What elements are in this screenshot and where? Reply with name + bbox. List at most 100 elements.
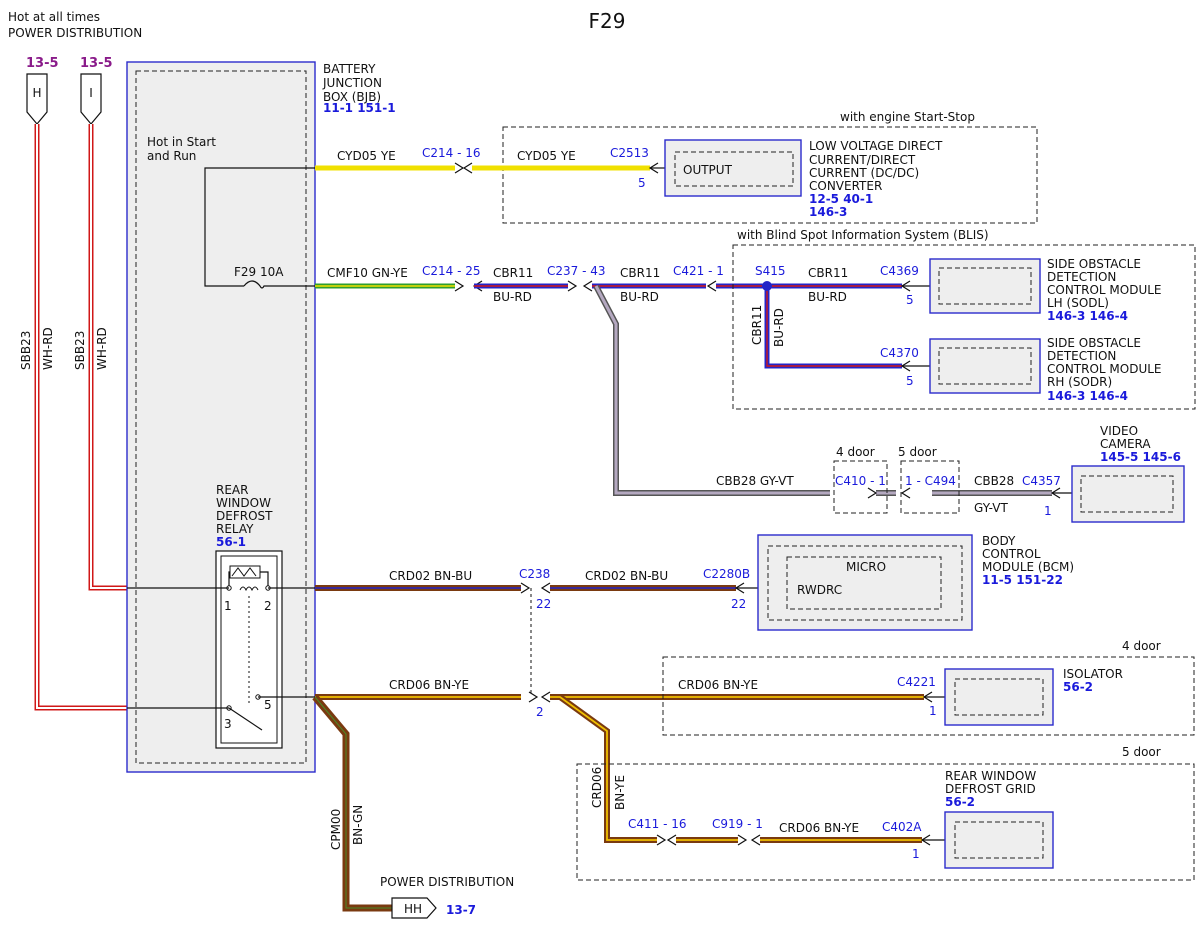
hot-in-start-line-1: Hot in Start <box>147 135 216 149</box>
c2280b-pin: 22 <box>731 597 746 611</box>
camera-inner-box <box>1080 475 1174 513</box>
cbr11-label-2: CBR11 <box>620 266 660 280</box>
fuse-f29-label: F29 10A <box>234 265 284 279</box>
cyd05-label-1: CYD05 YE <box>337 149 396 163</box>
cbb28-wire <box>593 284 1052 496</box>
sodl-name-4: LH (SODL) <box>1047 296 1109 310</box>
sodr-name-2: DETECTION <box>1047 349 1116 363</box>
grid-name-2: DEFROST GRID <box>945 782 1036 796</box>
dcdc-name-1: LOW VOLTAGE DIRECT <box>809 139 943 153</box>
c421-1-label: C421 - 1 <box>673 264 724 278</box>
bcm-refs: 11-5 151-22 <box>982 573 1063 587</box>
sodr-inner-box <box>938 347 1032 385</box>
fuse-f29-symbol <box>243 280 315 289</box>
wh-rd-label-h: WH-RD <box>41 327 55 370</box>
cyd05-label-2: CYD05 YE <box>517 149 576 163</box>
camera-refs: 145-5 145-6 <box>1100 450 1181 464</box>
five-door-label-grid: 5 door <box>1122 745 1161 759</box>
bcm-micro-label: MICRO <box>846 560 886 574</box>
s415-splice <box>762 281 772 291</box>
crd02-label-1: CRD02 BN-BU <box>389 569 472 583</box>
c4369-label: C4369 <box>880 264 919 278</box>
hot-in-start-line-2: and Run <box>147 149 196 163</box>
isolator-inner-box <box>954 678 1044 716</box>
sbb23-label-h: SBB23 <box>19 331 33 370</box>
c494-label: 1 - C494 <box>905 474 956 488</box>
dcdc-name-3: CURRENT (DC/DC) <box>809 166 919 180</box>
sbb23-wire-h <box>34 124 127 711</box>
start-stop-label: with engine Start-Stop <box>840 110 975 124</box>
cbr11-wire <box>474 283 902 369</box>
relay-box <box>215 550 283 749</box>
sodr-name-3: CONTROL MODULE <box>1047 362 1162 376</box>
bjb-name-line-2: JUNCTION <box>322 76 382 90</box>
bcm-name-3: MODULE (BCM) <box>982 560 1074 574</box>
c238-label: C238 <box>519 567 550 581</box>
pin-i-letter: I <box>89 86 93 100</box>
cpm00-wire <box>312 694 392 912</box>
sodl-name-3: CONTROL MODULE <box>1047 283 1162 297</box>
sodl-inner-box <box>938 267 1032 305</box>
diagram-title: F29 <box>589 9 626 33</box>
dcdc-name-4: CONVERTER <box>809 179 882 193</box>
c237-43-label: C237 - 43 <box>547 264 606 278</box>
pd-bottom-label: POWER DISTRIBUTION <box>380 875 514 889</box>
pd-bottom-ref: 13-7 <box>446 903 476 917</box>
bu-rd-label-vertical: BU-RD <box>772 308 786 347</box>
dcdc-name-2: CURRENT/DIRECT <box>809 153 916 167</box>
c214-25-label: C214 - 25 <box>422 264 481 278</box>
bn-gn-label: BN-GN <box>351 805 365 845</box>
s415-label: S415 <box>755 264 786 278</box>
cpm00-label: CPM00 <box>329 809 343 850</box>
c238-pin-22: 22 <box>536 597 551 611</box>
wh-rd-label-i: WH-RD <box>95 327 109 370</box>
relay-name-line-4: RELAY <box>216 522 254 536</box>
sodr-name-4: RH (SODR) <box>1047 375 1112 389</box>
start-stop-region <box>502 126 1038 224</box>
isolator-ref: 56-2 <box>1063 680 1093 694</box>
crd02-label-2: CRD02 BN-BU <box>585 569 668 583</box>
c410-1-label: C410 - 1 <box>835 474 886 488</box>
cbb28-label-2: CBB28 <box>974 474 1014 488</box>
sbb23-wire-i <box>88 124 127 591</box>
bu-rd-label-2: BU-RD <box>620 290 659 304</box>
sbb23-label-i: SBB23 <box>73 331 87 370</box>
c4370-label: C4370 <box>880 346 919 360</box>
cbr11-label-3: CBR11 <box>808 266 848 280</box>
sodl-name-2: DETECTION <box>1047 270 1116 284</box>
bjb-internal-feed <box>204 167 315 287</box>
four-door-region-isolator <box>662 656 1195 736</box>
pin-h-ref: 13-5 <box>26 56 59 71</box>
five-door-region-grid <box>576 763 1195 881</box>
grid-ref: 56-2 <box>945 795 975 809</box>
five-door-region-camera <box>900 460 960 514</box>
c214-16-label: C214 - 16 <box>422 146 481 160</box>
bu-rd-label-1: BU-RD <box>493 290 532 304</box>
dcdc-refs-1: 12-5 40-1 <box>809 192 873 206</box>
crd06-label-1: CRD06 BN-YE <box>389 678 469 692</box>
c2513-pin: 5 <box>638 176 646 190</box>
relay-switch-contact <box>228 707 263 731</box>
cbr11-label-vertical: CBR11 <box>750 305 764 345</box>
four-door-label-camera: 4 door <box>836 445 875 459</box>
four-door-label-isolator: 4 door <box>1122 639 1161 653</box>
camera-name-1: VIDEO <box>1100 424 1138 438</box>
c411-16-label: C411 - 16 <box>628 817 687 831</box>
cmf10-label: CMF10 GN-YE <box>327 266 408 280</box>
c2280b-label: C2280B <box>703 567 750 581</box>
crd06-label-vertical: CRD06 <box>590 767 604 808</box>
relay-name-line-1: REAR <box>216 483 248 497</box>
camera-name-2: CAMERA <box>1100 437 1151 451</box>
bjb-inner-box <box>135 70 307 764</box>
sodl-name-1: SIDE OBSTACLE <box>1047 257 1141 271</box>
relay-name-line-2: WINDOW <box>216 496 271 510</box>
bcm-rwdrc-label: RWDRC <box>797 583 842 597</box>
relay-name-line-3: DEFROST <box>216 509 273 523</box>
c4357-pin: 1 <box>1044 504 1052 518</box>
c402a-pin: 1 <box>912 847 920 861</box>
dcdc-output-label: OUTPUT <box>683 163 733 177</box>
bu-rd-label-3: BU-RD <box>808 290 847 304</box>
bn-ye-label-vertical: BN-YE <box>613 775 627 810</box>
